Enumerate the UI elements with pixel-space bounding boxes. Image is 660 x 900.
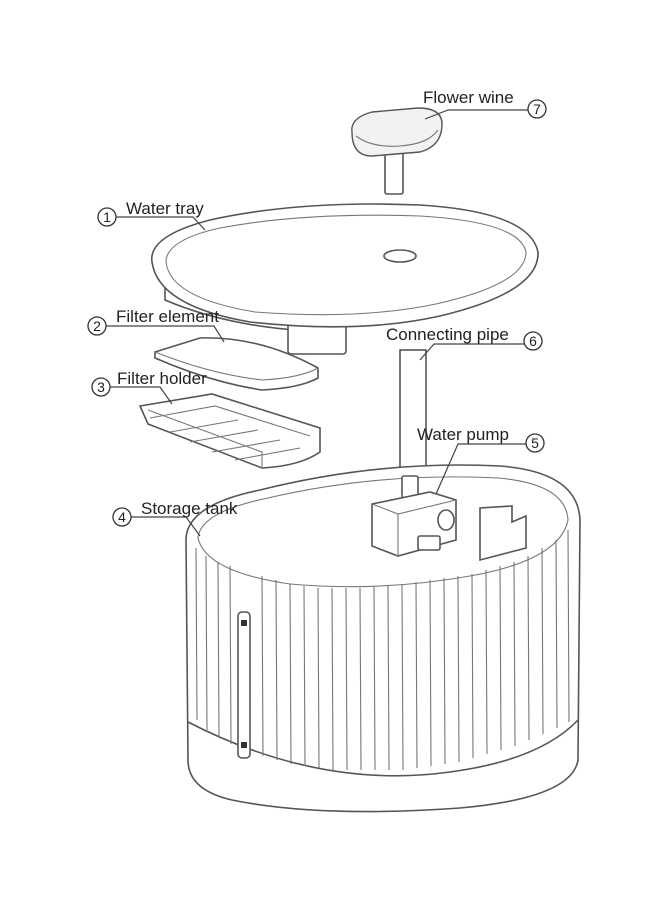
storage-tank-part xyxy=(185,464,581,813)
callout-2: 2 Filter element xyxy=(87,307,225,343)
callout-4: 4 Storage tank xyxy=(112,499,238,537)
label-storage-tank: Storage tank xyxy=(141,499,238,518)
callout-3: 3 Filter holder xyxy=(91,369,207,405)
water-tray-part xyxy=(151,203,539,355)
number-3: 3 xyxy=(97,379,105,395)
connecting-pipe-part xyxy=(399,349,427,479)
label-water-pump: Water pump xyxy=(417,425,509,444)
number-2: 2 xyxy=(93,318,101,334)
number-1: 1 xyxy=(103,209,111,225)
callout-6: Connecting pipe 6 xyxy=(386,325,543,361)
number-6: 6 xyxy=(529,333,537,349)
label-flower-wine: Flower wine xyxy=(423,88,514,107)
label-filter-element: Filter element xyxy=(116,307,219,326)
label-water-tray: Water tray xyxy=(126,199,204,218)
callout-7: Flower wine 7 xyxy=(423,88,547,120)
flower-wine-part xyxy=(351,107,443,195)
water-pump-part xyxy=(371,475,457,557)
number-5: 5 xyxy=(531,435,539,451)
filter-element-part xyxy=(154,337,319,391)
number-7: 7 xyxy=(533,101,541,117)
water-level-window xyxy=(237,611,251,759)
callout-1: 1 Water tray xyxy=(97,199,206,231)
label-connecting-pipe: Connecting pipe xyxy=(386,325,509,344)
number-4: 4 xyxy=(118,509,126,525)
label-filter-holder: Filter holder xyxy=(117,369,207,388)
filter-holder-part xyxy=(138,393,321,469)
callout-5: Water pump 5 xyxy=(417,425,545,495)
tank-ribs xyxy=(195,529,570,771)
